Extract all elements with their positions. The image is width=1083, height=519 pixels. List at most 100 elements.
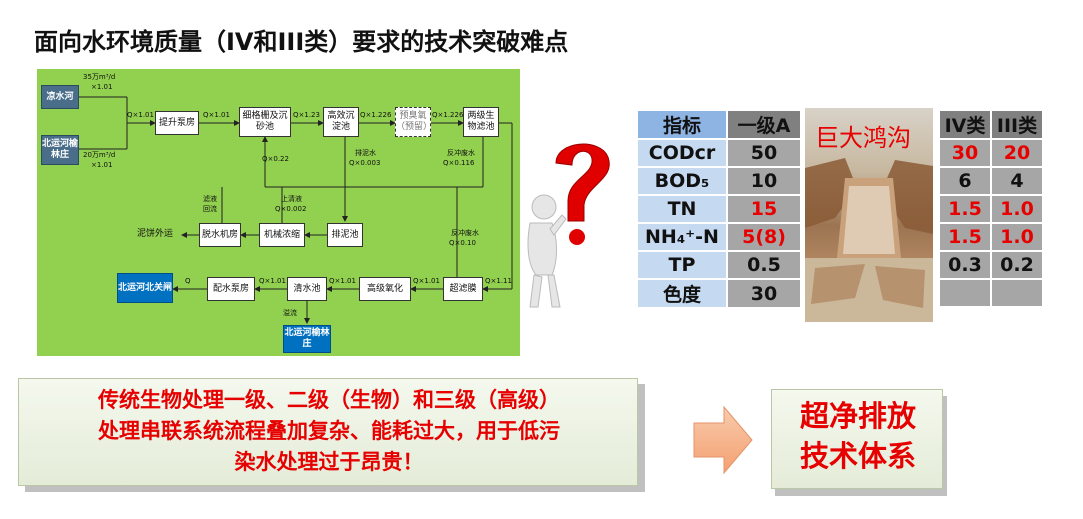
process-flow-diagram: 凉水河 北运河榆林庄 35万m³/d ×1.01 20万m³/d ×1.01 Q…: [37, 69, 520, 356]
table-cell-value: 0.3: [939, 251, 991, 279]
box-label: 清水池: [293, 284, 320, 295]
table-row: CODcr 50: [637, 139, 801, 167]
table-cell-value: 30: [727, 279, 801, 308]
box-pre-ozone: 预臭氧（预留）: [395, 107, 431, 137]
source-liangshui-river: 凉水河: [41, 85, 79, 109]
flow-label: Q×1.23: [293, 111, 320, 120]
flow-label: 溢流: [283, 309, 297, 318]
table-row: 1.5 1.0: [939, 195, 1043, 223]
flow-label: 泥饼外运: [137, 230, 173, 239]
statement-line: 传统生物处理一级、二级（生物）和三级（高级）: [19, 385, 639, 416]
flow-label: Q×1.11: [485, 277, 512, 286]
box-label: 预臭氧（预留）: [396, 111, 430, 133]
box-sludge-pool: 排泥池: [327, 223, 363, 247]
table-header: 一级A: [727, 110, 801, 139]
table-cell-indicator: BOD₅: [637, 167, 727, 195]
box-label: 提升泵房: [159, 118, 195, 129]
table-cell-value: 20: [991, 139, 1043, 167]
box-label: 超滤膜: [449, 284, 476, 295]
box-label: 脱水机房: [202, 230, 238, 241]
flow-label: Q×0.003: [349, 159, 380, 168]
hukou-waterfall-photo: 巨大鸿沟: [805, 108, 933, 322]
solution-box: 超净排放 技术体系: [771, 389, 943, 489]
box-advanced-oxidation: 高级氧化: [359, 277, 411, 301]
box-ultrafiltration: 超滤膜: [443, 277, 483, 301]
box-label: 细格栅及沉砂池: [240, 111, 290, 133]
flow-label: 上清液: [281, 195, 302, 204]
box-distribution-pump: 配水泵房: [207, 277, 255, 301]
problem-statement-box: 传统生物处理一级、二级（生物）和三级（高级） 处理串联系统流程叠加复杂、能耗过大…: [18, 378, 638, 486]
flow-label: Q×0.116: [443, 159, 474, 168]
source-flow-label: 20万m³/d: [83, 151, 115, 160]
box-dewatering: 脱水机房: [199, 223, 241, 247]
standard-table-class-iv-iii: IV类 III类 30 20 6 4 1.5 1.0 1.5 1.0 0.3 0…: [938, 109, 1044, 308]
dest-label: 北运河北关闸: [118, 283, 172, 294]
box-label: 排泥池: [331, 230, 358, 241]
table-cell-value: 4: [991, 167, 1043, 195]
table-cell-indicator: 色度: [637, 279, 727, 308]
solution-line: 技术体系: [772, 436, 944, 476]
table-cell-value: [939, 279, 991, 307]
table-cell-value: 10: [727, 167, 801, 195]
source-flow-factor: ×1.01: [91, 161, 112, 170]
statement-line: 染水处理过于昂贵！: [19, 447, 639, 478]
table-cell-value: 1.0: [991, 223, 1043, 251]
flow-label: 回流: [203, 205, 217, 214]
table-row: 1.5 1.0: [939, 223, 1043, 251]
table-row: 6 4: [939, 167, 1043, 195]
photo-caption: 巨大鸿沟: [815, 118, 911, 153]
table-header-row: 指标 一级A: [637, 110, 801, 139]
table-cell-indicator: TP: [637, 251, 727, 279]
dest-label: 北运河榆林庄: [284, 328, 330, 350]
box-label: 高级氧化: [367, 284, 403, 295]
table-row: NH₄⁺-N 5(8): [637, 223, 801, 251]
table-row: 色度 30: [637, 279, 801, 308]
flow-label: Q×1.01: [413, 277, 440, 286]
box-label: 机械浓缩: [264, 230, 300, 241]
box-label: 高效沉淀池: [324, 111, 358, 133]
flow-label: Q×1.01: [203, 111, 230, 120]
solution-line: 超净排放: [772, 396, 944, 436]
flow-label: Q×1.01: [127, 111, 154, 120]
dest-beiguan-gate: 北运河北关闸: [117, 273, 173, 303]
flow-label: Q×0.002: [275, 205, 306, 214]
right-arrow-icon: [692, 405, 754, 475]
table-cell-value: 1.5: [939, 223, 991, 251]
solution-text: 超净排放 技术体系: [772, 396, 944, 476]
table-cell-value: 0.5: [727, 251, 801, 279]
flow-label: Q×1.226: [360, 111, 391, 120]
box-sedimentation: 高效沉淀池: [323, 107, 359, 137]
table-row: TN 15: [637, 195, 801, 223]
flow-label: Q×0.22: [262, 155, 289, 164]
source-yulinzhuang: 北运河榆林庄: [41, 135, 79, 165]
table-row: 30 20: [939, 139, 1043, 167]
dest-yulinzhuang: 北运河榆林庄: [283, 325, 331, 353]
box-clear-water: 清水池: [287, 277, 327, 301]
box-lift-pump: 提升泵房: [155, 111, 199, 135]
table-cell-value: 1.0: [991, 195, 1043, 223]
table-row: TP 0.5: [637, 251, 801, 279]
table-row: [939, 279, 1043, 307]
table-header: IV类: [939, 110, 991, 139]
table-cell-value: 30: [939, 139, 991, 167]
statement-line: 处理串联系统流程叠加复杂、能耗过大，用于低污: [19, 416, 639, 447]
table-cell-indicator: TN: [637, 195, 727, 223]
page-title: 面向水环境质量（IV和III类）要求的技术突破难点: [34, 22, 568, 57]
source-label: 北运河榆林庄: [42, 139, 78, 161]
table-row: BOD₅ 10: [637, 167, 801, 195]
thinking-person-question-icon: [522, 135, 618, 311]
problem-statement-text: 传统生物处理一级、二级（生物）和三级（高级） 处理串联系统流程叠加复杂、能耗过大…: [19, 385, 639, 478]
flow-label: Q×1.01: [329, 277, 356, 286]
standard-table-grade-1a: 指标 一级A CODcr 50 BOD₅ 10 TN 15 NH₄⁺-N 5(8…: [636, 109, 802, 309]
table-cell-value: 6: [939, 167, 991, 195]
flow-label: Q×1.01: [259, 277, 286, 286]
table-cell-value: 1.5: [939, 195, 991, 223]
box-bio-filter: 两级生物滤池: [463, 107, 499, 137]
table-header: 指标: [637, 110, 727, 139]
box-label: 配水泵房: [213, 284, 249, 295]
table-cell-value: 5(8): [727, 223, 801, 251]
table-header-row: IV类 III类: [939, 110, 1043, 139]
flow-label: 滤液: [203, 195, 217, 204]
flow-label: Q×1.226: [432, 111, 463, 120]
source-label: 凉水河: [46, 92, 73, 103]
